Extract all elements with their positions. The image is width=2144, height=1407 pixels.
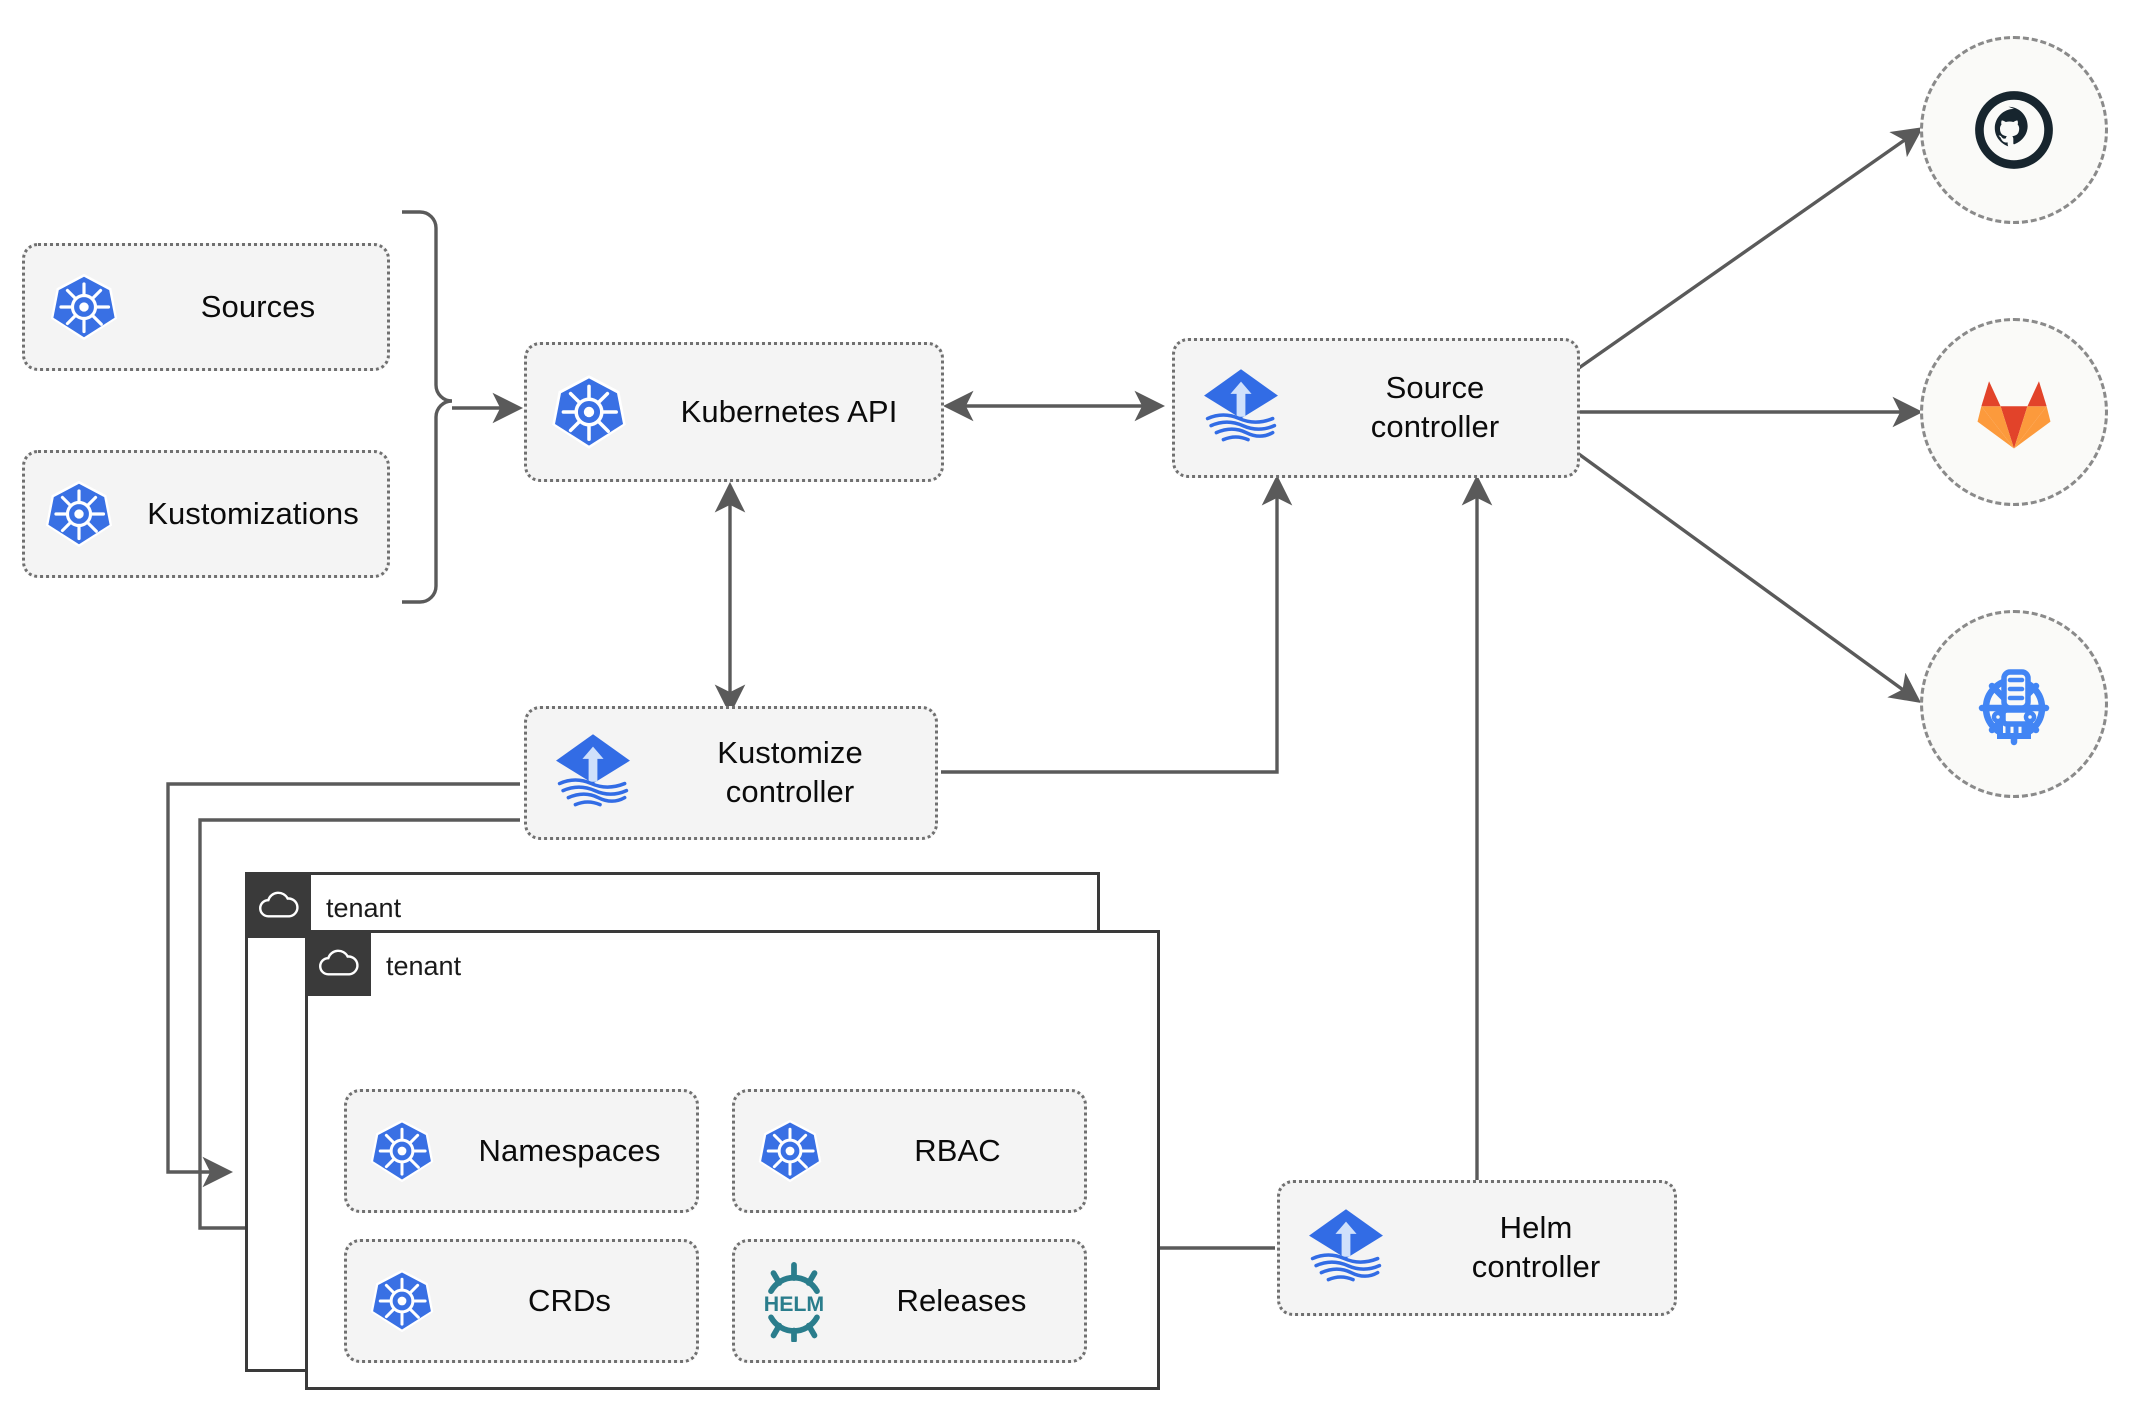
- node-label-line2: controller: [1471, 1249, 1601, 1284]
- node-sources[interactable]: Sources: [22, 243, 390, 371]
- kubernetes-icon: [347, 1267, 457, 1335]
- provider-gitlab[interactable]: [1920, 318, 2108, 506]
- provider-registry[interactable]: [1920, 610, 2108, 798]
- tenant-label: tenant: [386, 950, 462, 981]
- edge-source-github: [1575, 127, 1924, 372]
- node-kustomizations[interactable]: Kustomizations: [22, 450, 390, 578]
- node-label-line2: controller: [1370, 409, 1500, 444]
- node-label: Releases: [896, 1282, 1027, 1318]
- tenant-label: tenant: [326, 892, 402, 923]
- provider-github[interactable]: [1920, 36, 2108, 224]
- oci-registry-icon: [1978, 669, 2050, 746]
- node-kubernetes-api[interactable]: Kubernetes API: [524, 342, 944, 482]
- edge-bracket: [402, 210, 453, 604]
- flux-icon: [527, 729, 659, 817]
- node-label: RBAC: [914, 1132, 1001, 1168]
- gitlab-icon: [1977, 381, 2051, 449]
- node-rbac[interactable]: RBAC: [732, 1089, 1087, 1213]
- kubernetes-icon: [25, 271, 143, 343]
- node-source-controller[interactable]: Source controller: [1172, 338, 1580, 478]
- node-label: Kubernetes API: [680, 393, 898, 429]
- flux-icon: [1280, 1204, 1412, 1292]
- kubernetes-icon: [735, 1117, 845, 1185]
- kubernetes-icon: [347, 1117, 457, 1185]
- cloud-icon: [245, 872, 311, 938]
- node-label: Sources: [200, 288, 316, 324]
- node-label-line1: Helm: [1499, 1210, 1573, 1246]
- helm-icon: HELM: [735, 1260, 853, 1342]
- node-label: Kustomize controller: [659, 734, 935, 812]
- edge-kustomize-source: [941, 474, 1293, 774]
- svg-text:HELM: HELM: [764, 1292, 824, 1316]
- node-label: CRDs: [527, 1282, 612, 1318]
- kubernetes-icon: [25, 478, 133, 550]
- flux-icon: [1175, 364, 1307, 452]
- node-helm-controller[interactable]: Helm controller: [1277, 1180, 1677, 1316]
- node-label: Kustomizations: [147, 495, 359, 531]
- node-namespaces[interactable]: Namespaces: [344, 1089, 699, 1213]
- node-label-line1: Source: [1385, 370, 1485, 406]
- node-label-line2: controller: [725, 774, 855, 809]
- node-releases[interactable]: HELM Releases: [732, 1239, 1087, 1363]
- node-kustomize-controller[interactable]: Kustomize controller: [524, 706, 938, 840]
- github-icon: [1975, 91, 2053, 169]
- node-label-line1: Kustomize: [717, 735, 863, 771]
- node-label: Source controller: [1307, 369, 1577, 447]
- node-crds[interactable]: CRDs: [344, 1239, 699, 1363]
- kubernetes-icon: [527, 372, 651, 452]
- node-label: Namespaces: [478, 1132, 661, 1168]
- cloud-icon: [305, 930, 371, 996]
- tenant-container-2[interactable]: tenant Namespaces: [305, 930, 1160, 1390]
- node-label: Helm controller: [1412, 1209, 1674, 1287]
- edge-source-registry: [1575, 450, 1922, 703]
